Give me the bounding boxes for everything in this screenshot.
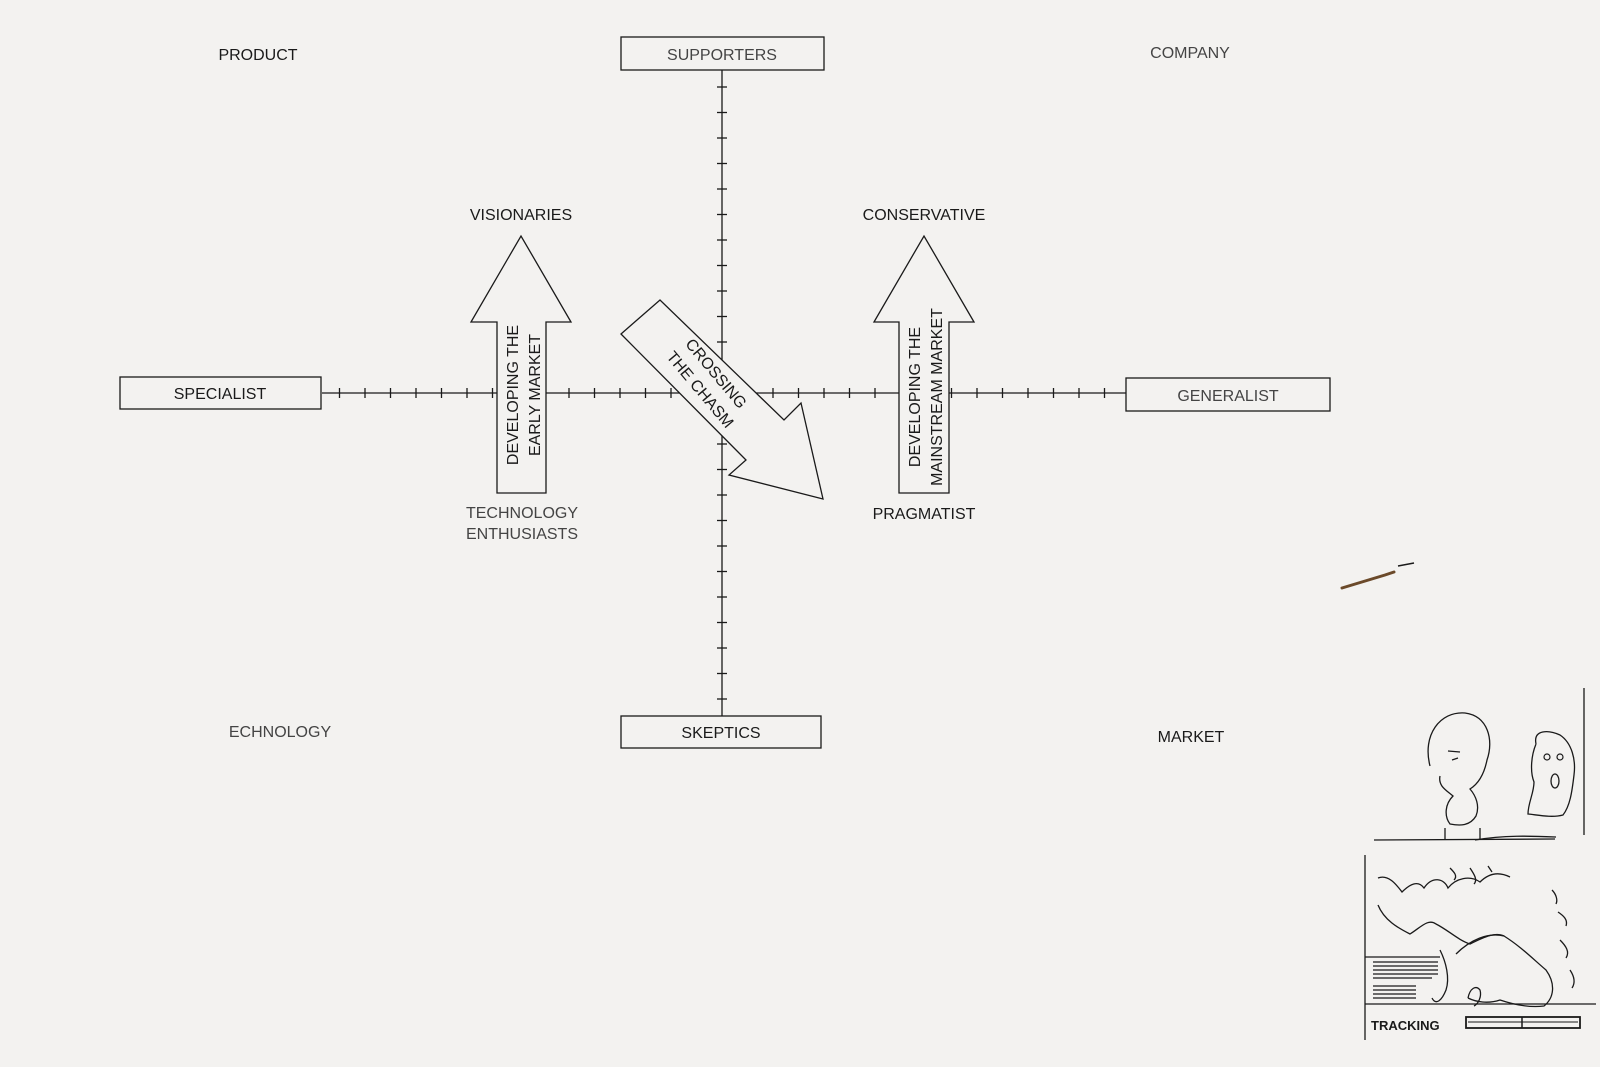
legend-stripes (1373, 961, 1438, 999)
face-left-sketch (1427, 712, 1491, 840)
world-map-sketch: TRACKING (1364, 855, 1596, 1040)
mainstream-market-arrow: DEVELOPING THE MAINSTREAM MARKET (872, 234, 976, 494)
face-right-sketch (1527, 731, 1576, 817)
tracking-bar (1465, 1016, 1581, 1029)
axis-ticks (338, 86, 1106, 700)
crossing-the-chasm-arrow: CROSSING THE CHASM (620, 299, 824, 500)
tracking-label: TRACKING (1371, 1018, 1440, 1033)
supporters-label: SUPPORTERS (667, 47, 777, 64)
visionaries-label: VISIONARIES (470, 207, 572, 224)
skeptics-box: SKEPTICS (620, 715, 822, 749)
early-market-line1: DEVELOPING THE (505, 325, 522, 465)
early-market-line2: EARLY MARKET (527, 334, 544, 456)
company-label: COMPANY (1150, 45, 1230, 62)
tracking-panel: TRACKING (1364, 688, 1596, 1040)
specialist-box: SPECIALIST (119, 376, 322, 410)
technology-enthusiasts-line2: ENTHUSIASTS (466, 526, 578, 543)
supporters-box: SUPPORTERS (620, 36, 825, 71)
skeptics-label: SKEPTICS (681, 725, 760, 742)
technology-label: ECHNOLOGY (229, 724, 332, 741)
early-market-arrow: DEVELOPING THE EARLY MARKET (469, 234, 573, 494)
stray-mark (1340, 562, 1415, 590)
pragmatist-label: PRAGMATIST (873, 506, 976, 523)
generalist-box: GENERALIST (1125, 377, 1331, 412)
product-label: PRODUCT (218, 47, 297, 64)
market-label: MARKET (1158, 729, 1225, 746)
specialist-label: SPECIALIST (174, 386, 267, 403)
mainstream-market-line2: MAINSTREAM MARKET (929, 308, 946, 486)
technology-enthusiasts-line1: TECHNOLOGY (466, 505, 578, 522)
conservative-label: CONSERVATIVE (863, 207, 986, 224)
generalist-label: GENERALIST (1177, 388, 1279, 405)
mainstream-market-line1: DEVELOPING THE (907, 327, 924, 467)
